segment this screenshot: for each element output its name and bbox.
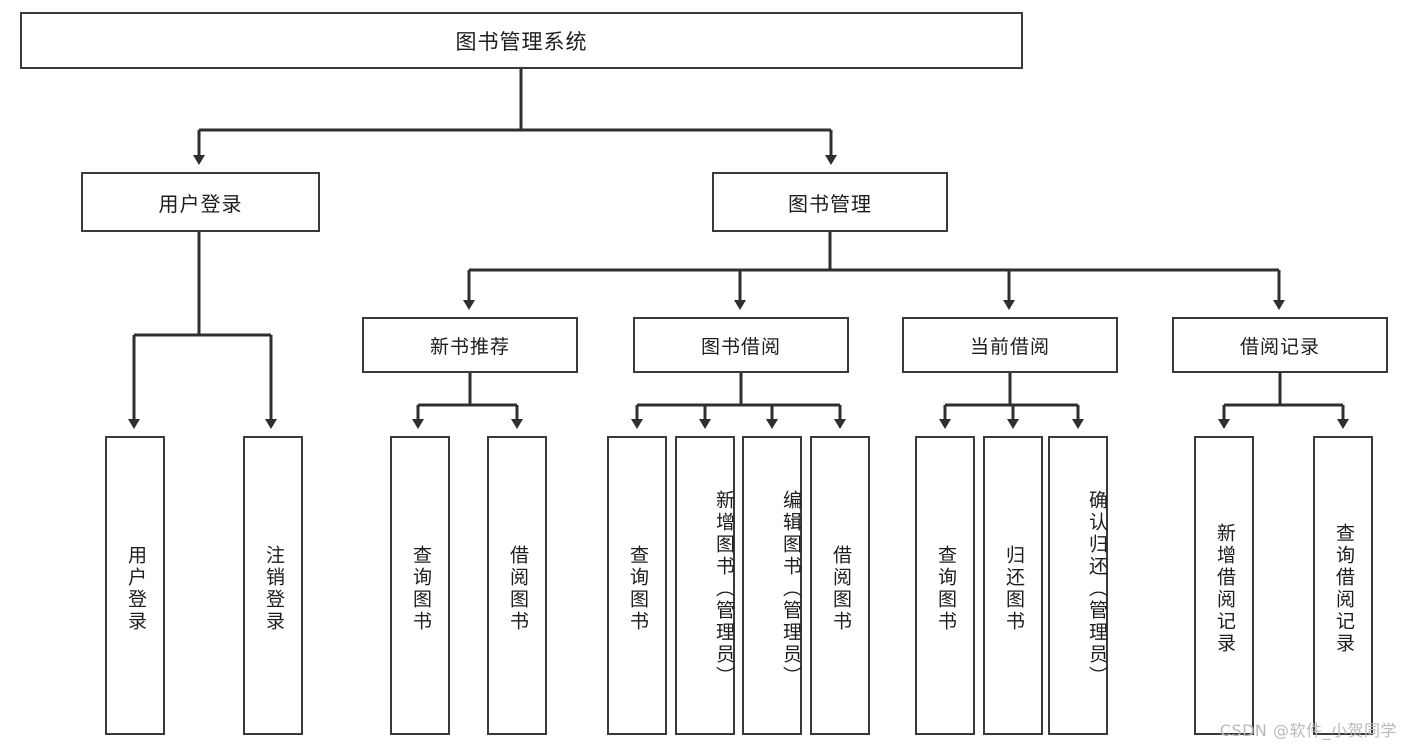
node-book-manage-label: 图书管理: [788, 191, 872, 216]
node-root[interactable]: 图书管理系统: [20, 12, 1023, 69]
node-leaf-borrow-book-2[interactable]: 借阅图书: [810, 436, 870, 735]
node-leaf-borrow-book-1-label: 借阅图书: [506, 544, 529, 633]
node-leaf-query-book-2[interactable]: 查询图书: [607, 436, 667, 735]
node-leaf-add-book-label: 新增图书（管理员）: [713, 489, 735, 688]
node-current-borrow-label: 当前借阅: [969, 335, 1050, 358]
node-leaf-confirm-return[interactable]: 确认归还（管理员）: [1048, 436, 1108, 735]
node-leaf-query-record[interactable]: 查询借阅记录: [1313, 436, 1373, 735]
node-leaf-query-book-1[interactable]: 查询图书: [390, 436, 450, 735]
node-leaf-borrow-book-2-label: 借阅图书: [829, 544, 852, 633]
node-leaf-add-book[interactable]: 新增图书（管理员）: [675, 436, 735, 735]
node-leaf-query-book-3[interactable]: 查询图书: [915, 436, 975, 735]
node-leaf-query-record-label: 查询借阅记录: [1332, 522, 1355, 655]
node-leaf-edit-book-label: 编辑图书（管理员）: [780, 489, 802, 688]
node-leaf-add-record[interactable]: 新增借阅记录: [1194, 436, 1254, 735]
node-leaf-user-login-label: 用户登录: [124, 544, 147, 633]
node-current-borrow[interactable]: 当前借阅: [902, 317, 1118, 373]
node-book-manage[interactable]: 图书管理: [712, 172, 948, 232]
node-leaf-edit-book[interactable]: 编辑图书（管理员）: [742, 436, 802, 735]
node-leaf-confirm-return-label: 确认归还（管理员）: [1086, 489, 1108, 688]
node-book-borrow-label: 图书借阅: [700, 335, 781, 358]
watermark-text: CSDN @软件_小贺同学: [1219, 721, 1397, 740]
node-new-book-recommend-label: 新书推荐: [429, 335, 510, 358]
node-new-book-recommend[interactable]: 新书推荐: [362, 317, 578, 373]
node-leaf-query-book-1-label: 查询图书: [409, 544, 432, 633]
node-leaf-borrow-book-1[interactable]: 借阅图书: [487, 436, 547, 735]
node-leaf-return-book[interactable]: 归还图书: [983, 436, 1043, 735]
node-leaf-add-record-label: 新增借阅记录: [1213, 522, 1236, 655]
node-borrow-record-label: 借阅记录: [1239, 335, 1320, 358]
node-leaf-user-login[interactable]: 用户登录: [105, 436, 165, 735]
node-user-login-label: 用户登录: [158, 191, 243, 216]
node-borrow-record[interactable]: 借阅记录: [1172, 317, 1388, 373]
node-root-label: 图书管理系统: [455, 29, 588, 54]
node-leaf-user-logout-label: 注销登录: [262, 544, 285, 633]
node-leaf-query-book-2-label: 查询图书: [626, 544, 649, 633]
node-user-login[interactable]: 用户登录: [81, 172, 320, 232]
node-leaf-user-logout[interactable]: 注销登录: [243, 436, 303, 735]
node-book-borrow[interactable]: 图书借阅: [633, 317, 849, 373]
node-leaf-query-book-3-label: 查询图书: [934, 544, 957, 633]
node-leaf-return-book-label: 归还图书: [1002, 544, 1025, 633]
